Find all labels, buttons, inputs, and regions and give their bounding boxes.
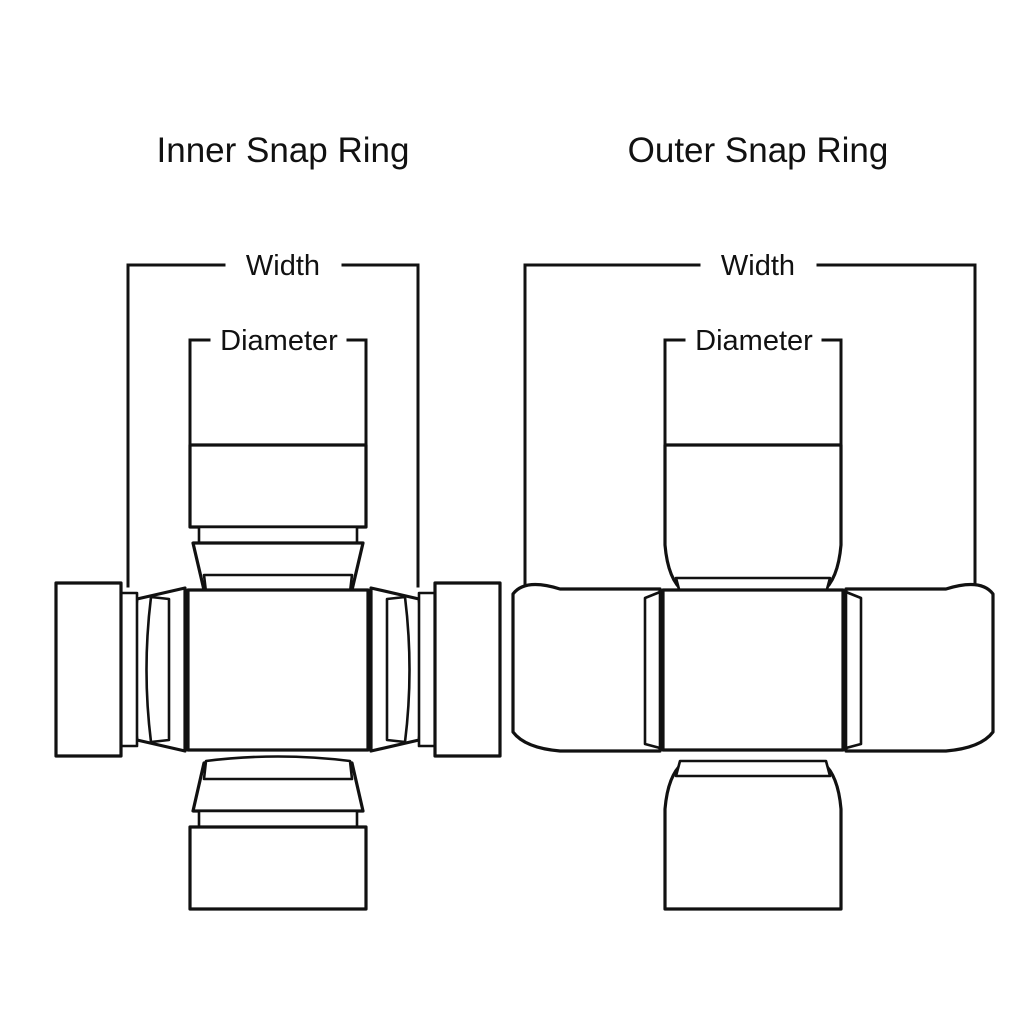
width-dimension-inner: Width (126, 250, 420, 588)
cap-cup-bottom (663, 760, 843, 911)
bearing-cap-right-outer (844, 582, 995, 753)
bearing-cap-bottom-inner (188, 755, 368, 911)
bearing-cap-top-inner (188, 443, 368, 598)
diameter-label-inner: Diameter (220, 325, 338, 357)
diameter-dimension-inner: Diameter (188, 325, 368, 447)
panel-title-inner: Inner Snap Ring (157, 131, 410, 170)
snap-ring-groove-left (119, 591, 139, 748)
cap-seal-band-left (643, 590, 662, 750)
width-label-inner: Width (246, 250, 320, 282)
cap-cup-left (54, 581, 123, 758)
cap-seal-band-left (145, 595, 171, 744)
panel-title-outer: Outer Snap Ring (628, 131, 889, 170)
bearing-cap-left-outer (511, 582, 662, 753)
cap-cup-top (663, 443, 843, 594)
cross-body-center (661, 588, 845, 752)
diameter-dimension-outer: Diameter (663, 325, 843, 447)
cap-cup-top (188, 443, 368, 529)
snap-ring-groove-right (417, 591, 437, 748)
cap-seal-band-right (844, 590, 863, 750)
bearing-cap-right-inner (369, 581, 502, 758)
cap-cup-bottom (188, 825, 368, 911)
bearing-cap-bottom-outer (663, 759, 843, 911)
bearing-cap-top-outer (663, 443, 843, 595)
width-label-outer: Width (721, 250, 795, 282)
cap-seal-band-bottom (674, 759, 832, 778)
diameter-label-outer: Diameter (695, 325, 813, 357)
panel-inner-snap-ring: Inner Snap Ring Width Diameter (54, 131, 502, 911)
bearing-cap-left-inner (54, 581, 187, 758)
width-dimension-outer: Width (523, 250, 977, 588)
cap-seal-band-bottom (202, 755, 354, 781)
cross-body-center (186, 588, 370, 752)
snap-ring-groove-bottom (197, 809, 359, 829)
snap-ring-groove-top (197, 525, 359, 545)
cap-seal-band-right (385, 595, 411, 744)
panel-outer-snap-ring: Outer Snap Ring Width Diameter (511, 131, 995, 911)
cap-cup-right (433, 581, 502, 758)
cap-cup-right (844, 582, 995, 753)
cap-cup-left (511, 582, 662, 753)
